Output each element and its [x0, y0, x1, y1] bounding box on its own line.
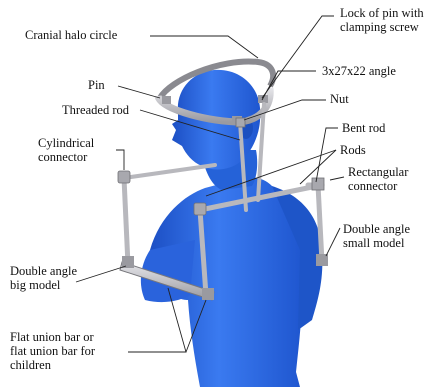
label-cylindrical-connector: Cylindrical connector	[38, 136, 94, 164]
label-double-big-line2: big model	[10, 278, 77, 292]
label-cylindrical-line1: Cylindrical	[38, 136, 94, 150]
leader-cylindrical	[116, 150, 124, 170]
label-flat-union-line3: children	[10, 358, 95, 372]
label-rectangular-line1: Rectangular	[348, 165, 408, 179]
label-nut: Nut	[330, 92, 349, 106]
center-connector-part	[194, 203, 206, 215]
mannequin	[141, 70, 323, 387]
label-lock-of-pin-line1: Lock of pin with	[340, 6, 424, 20]
label-rods: Rods	[340, 143, 366, 157]
label-cylindrical-line2: connector	[38, 150, 94, 164]
label-double-small-line1: Double angle	[343, 222, 410, 236]
label-lock-of-pin-line2: clamping screw	[340, 20, 424, 34]
cylindrical-cross-rod	[124, 165, 215, 178]
label-rectangular-connector: Rectangular connector	[348, 165, 408, 193]
label-flat-union-bar: Flat union bar or flat union bar for chi…	[10, 330, 95, 372]
double-angle-big	[122, 256, 134, 268]
label-double-angle-small: Double angle small model	[343, 222, 410, 250]
label-cranial-halo-circle: Cranial halo circle	[25, 28, 117, 42]
label-double-small-line2: small model	[343, 236, 410, 250]
label-flat-union-line2: flat union bar for	[10, 344, 95, 358]
left-vertical-rod	[124, 178, 128, 265]
leader-bent-rod	[316, 128, 338, 182]
leader-pin	[118, 86, 160, 98]
label-3x27x22-angle: 3x27x22 angle	[322, 64, 396, 78]
label-bent-rod: Bent rod	[342, 121, 385, 135]
rectangular-connector-part	[312, 178, 324, 190]
halo-lock-3	[162, 96, 171, 104]
bar-end-bracket	[202, 288, 214, 300]
nut-part	[236, 118, 245, 127]
leader-cranial-halo	[150, 36, 258, 58]
label-double-angle-big: Double angle big model	[10, 264, 77, 292]
cylindrical-connector-part	[118, 171, 130, 183]
label-rectangular-line2: connector	[348, 179, 408, 193]
label-lock-of-pin: Lock of pin with clamping screw	[340, 6, 424, 34]
label-flat-union-line1: Flat union bar or	[10, 330, 95, 344]
leader-double-big	[76, 266, 126, 282]
label-double-big-line1: Double angle	[10, 264, 77, 278]
leader-double-small	[326, 228, 340, 256]
label-pin: Pin	[88, 78, 105, 92]
label-threaded-rod: Threaded rod	[62, 103, 129, 117]
leader-rectangular	[330, 177, 344, 180]
